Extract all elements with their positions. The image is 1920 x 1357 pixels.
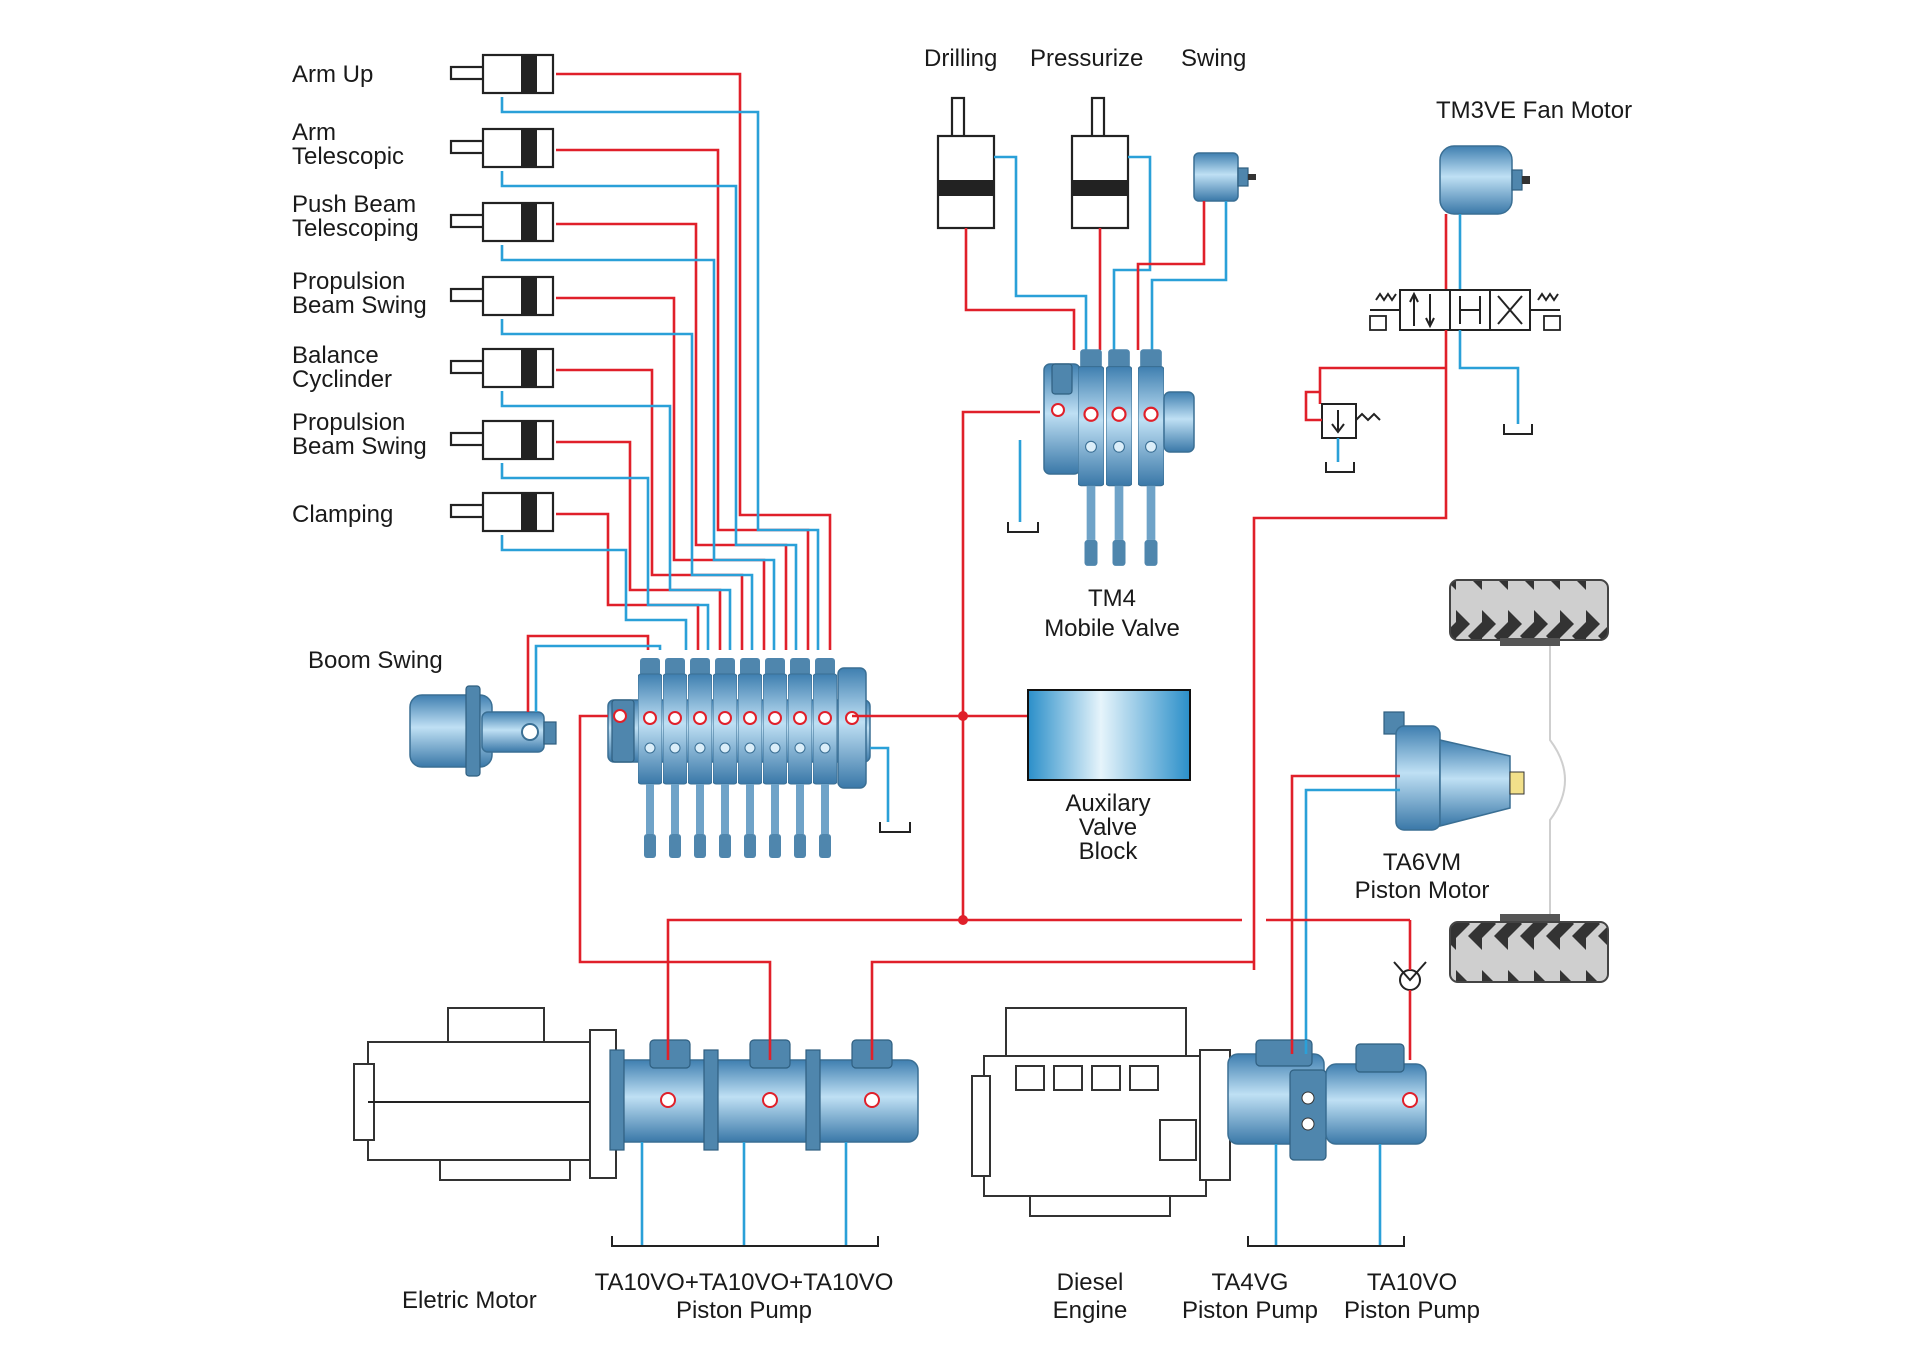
diesel-engine xyxy=(971,1007,1231,1217)
boom-swing-motor xyxy=(409,685,557,777)
label-balance: Balance xyxy=(292,342,379,369)
label-beam-swing-2: Beam Swing xyxy=(292,433,427,460)
label-ta4vg-type: Piston Pump xyxy=(1182,1297,1318,1324)
cylinder-balance xyxy=(449,347,555,389)
main-control-valve xyxy=(607,656,871,860)
electric-motor xyxy=(353,1007,617,1181)
pump-group-1 xyxy=(609,1039,919,1151)
label-tm4: TM4 xyxy=(1088,585,1136,612)
label-drilling: Drilling xyxy=(924,45,997,72)
cylinder-labels: Arm Up Arm Telescopic Push Beam Telescop… xyxy=(292,61,427,528)
label-diesel: Diesel xyxy=(1057,1269,1124,1296)
fan-motor xyxy=(1439,145,1530,215)
label-swing: Swing xyxy=(1181,45,1246,72)
label-propulsion-2: Propulsion xyxy=(292,409,405,436)
label-ta4vg: TA4VG xyxy=(1212,1269,1289,1296)
label-push-beam: Push Beam xyxy=(292,191,416,218)
ta10vo-pump xyxy=(1325,1043,1427,1145)
label-engine: Engine xyxy=(1053,1297,1128,1324)
label-arm: Arm xyxy=(292,119,336,146)
label-clamping: Clamping xyxy=(292,501,393,528)
cylinder-arm-up xyxy=(449,53,555,95)
label-arm-up: Arm Up xyxy=(292,61,373,88)
front-wheel xyxy=(1449,579,1609,646)
label-auxilary: Auxilary xyxy=(1065,790,1150,817)
label-telescoping: Telescoping xyxy=(292,215,419,242)
label-propulsion-1: Propulsion xyxy=(292,268,405,295)
cylinder-propulsion-2 xyxy=(449,419,555,461)
pressurize-cylinder xyxy=(1070,96,1130,230)
cylinder-propulsion-1 xyxy=(449,275,555,317)
cylinder-arm-telescopic xyxy=(449,127,555,169)
drilling-cylinder xyxy=(936,96,996,230)
label-ta10vo: TA10VO xyxy=(1367,1269,1457,1296)
label-boom-swing: Boom Swing xyxy=(308,647,443,674)
label-ta6vm: TA6VM xyxy=(1383,849,1461,876)
directional-valve xyxy=(1369,289,1561,331)
label-ta6vm-piston-motor: Piston Motor xyxy=(1355,877,1490,904)
label-valve: Valve xyxy=(1079,814,1137,841)
tm4-mobile-valve xyxy=(1043,348,1195,568)
ta6vm-motor xyxy=(1383,711,1525,831)
relief-valve xyxy=(1304,390,1381,439)
swing-motor xyxy=(1193,152,1256,202)
cylinder-hoses xyxy=(500,72,832,650)
label-fan-motor: TM3VE Fan Motor xyxy=(1436,97,1632,124)
cylinder-stack xyxy=(449,53,555,533)
label-cyclinder: Cyclinder xyxy=(292,366,392,393)
label-ta10vo-type: Piston Pump xyxy=(1344,1297,1480,1324)
auxiliary-valve-block xyxy=(1027,689,1191,781)
cylinder-push-beam xyxy=(449,201,555,243)
label-block: Block xyxy=(1079,838,1139,865)
label-mobile-valve: Mobile Valve xyxy=(1044,615,1180,642)
cylinder-clamping xyxy=(449,491,555,533)
label-electric-motor: Eletric Motor xyxy=(402,1287,537,1314)
label-telescopic: Telescopic xyxy=(292,143,404,170)
label-pressurize: Pressurize xyxy=(1030,45,1143,72)
ta4vg-pump xyxy=(1227,1039,1327,1161)
label-beam-swing-1: Beam Swing xyxy=(292,292,427,319)
label-pump-group-1: TA10VO+TA10VO+TA10VO xyxy=(595,1269,894,1296)
rear-wheel xyxy=(1449,914,1609,983)
label-pump-group-1-type: Piston Pump xyxy=(676,1297,812,1324)
